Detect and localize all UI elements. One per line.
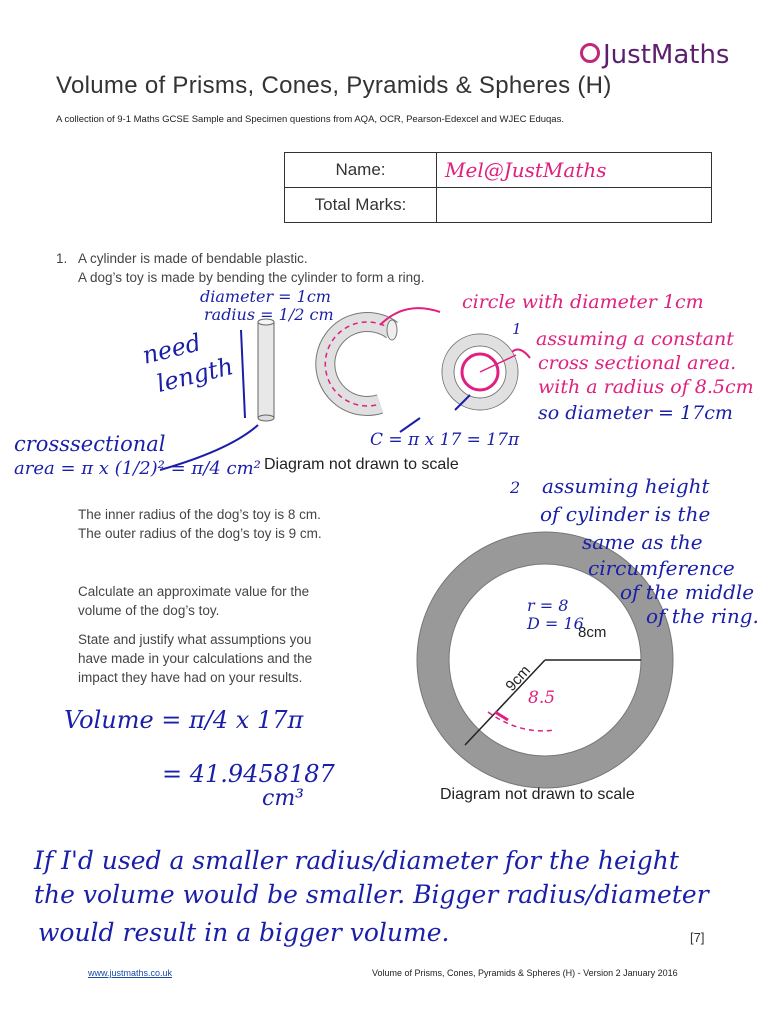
state-line-2: have made in your calculations and the xyxy=(78,651,313,666)
outer-radius-text: The outer radius of the dog’s toy is 9 c… xyxy=(78,526,322,541)
diagram-caption-2: Diagram not drawn to scale xyxy=(440,786,635,803)
total-marks-label: Total Marks: xyxy=(284,187,437,223)
hw-d16: D = 16 xyxy=(527,614,584,633)
hw-area: area = π x (1/2)² = π/4 cm² xyxy=(14,458,261,479)
name-row: Name: Mel@JustMaths xyxy=(284,152,712,188)
footer-url-link[interactable]: www.justmaths.co.uk xyxy=(88,968,173,978)
ring-diagram-large xyxy=(416,531,674,789)
hw-assume2-e: of the middle xyxy=(620,580,755,604)
page-title: Volume of Prisms, Cones, Pyramids & Sphe… xyxy=(56,72,612,99)
hw-conclusion-2: the volume would be smaller. Bigger radi… xyxy=(34,880,709,909)
hw-assume1-d: so diameter = 17cm xyxy=(538,402,733,424)
state-line-1: State and justify what assumptions you xyxy=(78,632,312,647)
ring-diagram-small xyxy=(441,333,519,411)
hw-cross-sectional: crosssectional xyxy=(14,432,166,456)
hw-conclusion-1: If I'd used a smaller radius/diameter fo… xyxy=(34,846,679,875)
diagram-caption-1: Diagram not drawn to scale xyxy=(264,456,459,473)
hw-circumference: C = π x 17 = 17π xyxy=(370,430,520,450)
hw-circle-note: circle with diameter 1cm xyxy=(462,291,704,313)
question-number: 1. xyxy=(56,251,68,266)
hw-assume2-number: 2 xyxy=(510,478,521,497)
hw-8-5: 8.5 xyxy=(528,688,556,708)
question-line-1: A cylinder is made of bendable plastic. xyxy=(78,251,308,266)
total-marks-field[interactable] xyxy=(436,187,712,223)
inner-radius-text: The inner radius of the dog’s toy is 8 c… xyxy=(78,507,321,522)
hw-diameter: diameter = 1cm xyxy=(200,287,331,306)
hw-volume-value: = 41.9458187 xyxy=(162,760,335,788)
question-marks: [7] xyxy=(690,930,705,945)
calc-line-1: Calculate an approximate value for the xyxy=(78,584,310,599)
hw-volume-formula: Volume = π/4 x 17π xyxy=(64,706,304,734)
hw-assume2-a: assuming height xyxy=(542,474,710,498)
calc-line-2: volume of the dog’s toy. xyxy=(78,603,220,618)
footer-doc-info: Volume of Prisms, Cones, Pyramids & Sphe… xyxy=(372,968,678,978)
hw-assume2-d: circumference xyxy=(588,556,735,580)
logo-ring-icon xyxy=(580,42,600,63)
hw-assume2-f: of the ring. xyxy=(646,604,759,628)
hw-radius: radius = 1/2 cm xyxy=(204,305,334,324)
cylinder-diagram xyxy=(257,318,275,422)
hw-assume1-number: 1 xyxy=(512,320,522,338)
hw-conclusion-3: would result in a bigger volume. xyxy=(38,918,450,947)
ring-label-8cm: 8cm xyxy=(578,624,607,641)
hw-volume-units: cm³ xyxy=(262,786,305,811)
marks-row: Total Marks: xyxy=(284,187,712,223)
justmaths-logo: JustMaths xyxy=(580,40,729,70)
hw-assume2-b: of cylinder is the xyxy=(540,502,711,526)
state-line-3: impact they have had on your results. xyxy=(78,670,303,685)
hw-assume1-a: assuming a constant xyxy=(536,328,734,350)
name-field[interactable]: Mel@JustMaths xyxy=(436,152,712,188)
hw-assume1-c: with a radius of 8.5cm xyxy=(538,376,754,398)
logo-text: JustMaths xyxy=(603,40,730,70)
info-table: Name: Mel@JustMaths Total Marks: xyxy=(284,152,712,223)
bent-cylinder-diagram xyxy=(315,311,398,416)
hw-assume1-b: cross sectional area. xyxy=(538,352,737,374)
name-label: Name: xyxy=(284,152,437,188)
hw-assume2-c: same as the xyxy=(582,530,703,554)
hw-r8: r = 8 xyxy=(527,596,569,615)
question-line-2: A dog’s toy is made by bending the cylin… xyxy=(78,270,425,285)
page-subtitle: A collection of 9-1 Maths GCSE Sample an… xyxy=(56,114,564,125)
